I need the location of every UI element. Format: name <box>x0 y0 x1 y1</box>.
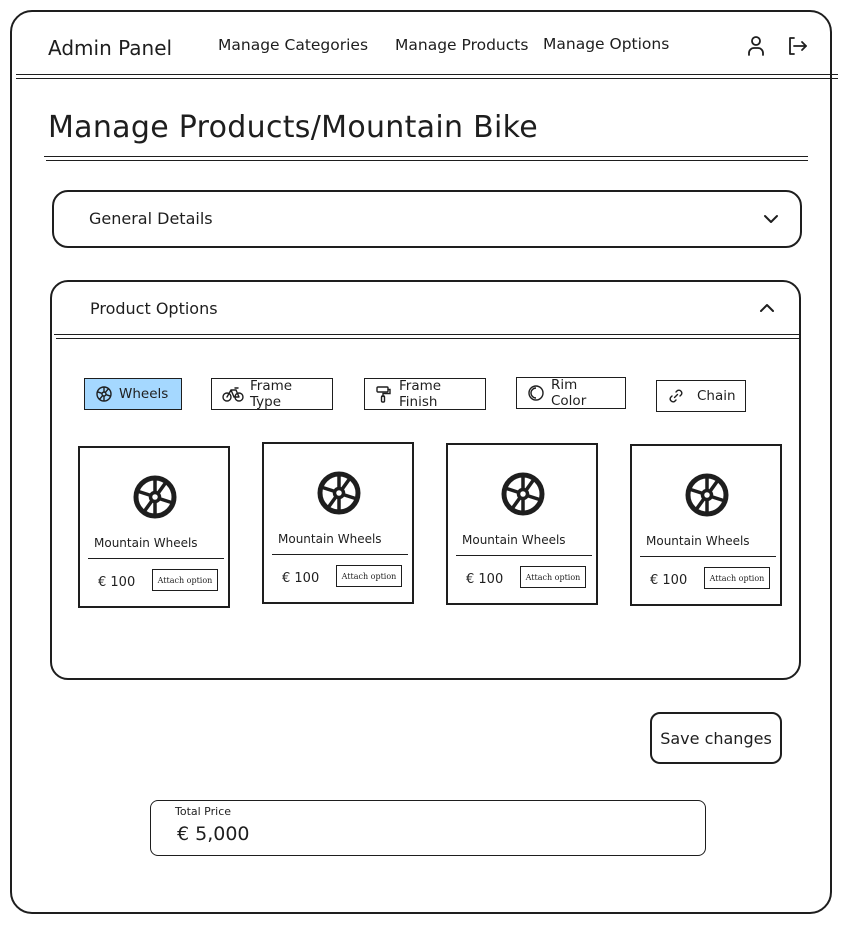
card-price: € 100 <box>282 571 320 586</box>
attach-option-button[interactable]: Attach option <box>704 567 770 589</box>
card-divider <box>456 555 592 556</box>
paint-roller-icon <box>376 386 391 403</box>
total-price-value: € 5,000 <box>177 823 250 845</box>
tab-chain-label: Chain <box>697 388 736 404</box>
product-options-panel <box>50 280 801 680</box>
title-underline-double <box>46 160 808 161</box>
app-window <box>10 10 832 914</box>
nav-manage-products[interactable]: Manage Products <box>395 36 529 54</box>
product-options-label: Product Options <box>90 299 218 318</box>
wheel-icon <box>133 475 177 519</box>
chevron-down-icon[interactable] <box>762 210 780 228</box>
bicycle-icon <box>222 387 244 402</box>
wheel-icon <box>317 471 361 515</box>
option-card: Mountain Wheels € 100 Attach option <box>630 444 782 606</box>
tab-frame-type[interactable]: Frame Type <box>211 378 333 410</box>
wheel-icon <box>501 472 545 516</box>
brand-title: Admin Panel <box>48 36 173 60</box>
tab-frame-finish-label: Frame Finish <box>399 378 442 410</box>
card-divider <box>88 558 224 559</box>
card-divider <box>640 556 776 557</box>
page-title: Manage Products/Mountain Bike <box>48 110 539 145</box>
general-details-label: General Details <box>89 209 213 228</box>
general-details-panel[interactable] <box>52 190 802 248</box>
option-card: Mountain Wheels € 100 Attach option <box>262 442 414 604</box>
card-name: Mountain Wheels <box>462 533 566 547</box>
card-name: Mountain Wheels <box>278 532 382 546</box>
tab-frame-finish[interactable]: Frame Finish <box>364 378 486 410</box>
total-price-label: Total Price <box>175 805 232 818</box>
user-icon[interactable] <box>745 34 769 58</box>
attach-option-button[interactable]: Attach option <box>520 566 586 588</box>
card-name: Mountain Wheels <box>646 534 750 548</box>
tab-wheels[interactable]: Wheels <box>84 378 182 410</box>
tab-wheels-label: Wheels <box>119 386 169 402</box>
tab-rim-color[interactable]: Rim Color <box>516 377 626 409</box>
options-header-divider-double <box>56 338 800 339</box>
options-header-divider <box>54 334 800 335</box>
chain-link-icon <box>669 389 683 403</box>
attach-option-button[interactable]: Attach option <box>152 569 218 591</box>
card-price: € 100 <box>466 572 504 587</box>
total-price-field: Total Price € 5,000 <box>150 800 706 856</box>
tab-frame-type-label: Frame Type <box>250 378 293 410</box>
nav-manage-categories[interactable]: Manage Categories <box>218 36 369 54</box>
card-price: € 100 <box>98 575 136 590</box>
tab-rim-color-label: Rim Color <box>551 377 587 409</box>
title-underline <box>44 156 808 157</box>
card-divider <box>272 554 408 555</box>
wheel-icon <box>685 473 729 517</box>
color-circle-icon <box>528 385 544 401</box>
card-price: € 100 <box>650 573 688 588</box>
tab-chain[interactable]: Chain <box>656 380 746 412</box>
logout-icon[interactable] <box>785 34 809 58</box>
header-divider <box>16 74 838 75</box>
card-name: Mountain Wheels <box>94 536 198 550</box>
header-divider-double <box>16 78 838 79</box>
nav-manage-options[interactable]: Manage Options <box>543 35 670 53</box>
option-card: Mountain Wheels € 100 Attach option <box>78 446 230 608</box>
chevron-up-icon[interactable] <box>758 299 776 317</box>
option-card: Mountain Wheels € 100 Attach option <box>446 443 598 605</box>
save-changes-button[interactable]: Save changes <box>650 712 782 764</box>
attach-option-button[interactable]: Attach option <box>336 565 402 587</box>
wheel-icon <box>96 386 112 402</box>
